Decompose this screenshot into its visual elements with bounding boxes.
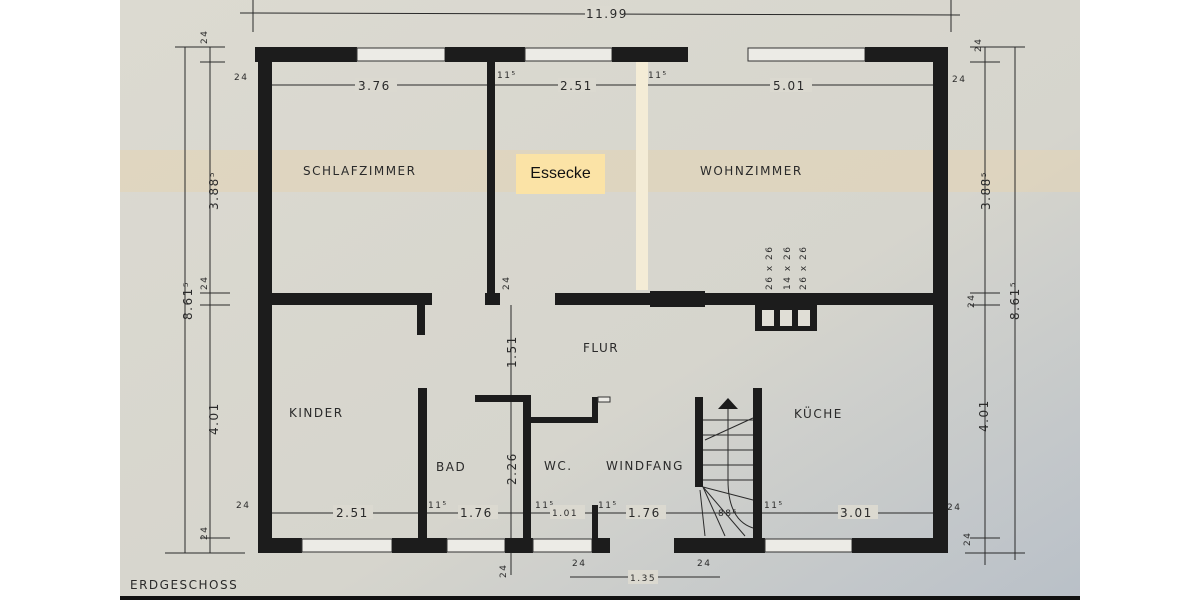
dim-wall-inner: 11⁵ xyxy=(648,71,668,81)
dim-wall-outer: 24 xyxy=(697,559,711,569)
dim-total-height-right: 8.61⁵ xyxy=(1008,281,1022,320)
dim-lower-height-right: 4.01 xyxy=(977,399,991,432)
dim-wall-outer: 24 xyxy=(200,30,210,44)
dim-wall-outer: 24 xyxy=(236,501,250,511)
dim-wohnzimmer-width: 5.01 xyxy=(773,79,806,93)
dim-schlafzimmer-width: 3.76 xyxy=(358,79,391,93)
dim-flur-depth: 1.51 xyxy=(505,335,519,368)
dim-wall-outer: 24 xyxy=(974,38,984,52)
room-label-bad: BAD xyxy=(436,460,466,474)
dim-wall-inner: 11⁵ xyxy=(598,501,618,511)
dim-wall-inner: 11⁵ xyxy=(428,501,448,511)
dim-windfang-width: 1.76 xyxy=(628,506,661,520)
room-label-wohnzimmer: WOHNZIMMER xyxy=(700,164,803,178)
dim-wall-outer: 24 xyxy=(572,559,586,569)
dim-kueche-width: 3.01 xyxy=(840,506,873,520)
room-label-kinder: KINDER xyxy=(289,406,344,420)
dim-wall-inner: 11⁵ xyxy=(535,501,555,511)
dim-upper-height-left: 3.88⁵ xyxy=(207,171,221,210)
dim-wall-outer: 24 xyxy=(200,526,210,540)
room-label-flur: FLUR xyxy=(583,341,619,355)
dim-wall-outer: 24 xyxy=(234,73,248,83)
room-label-wc: WC. xyxy=(544,459,573,473)
dim-wall-outer: 24 xyxy=(963,532,973,546)
tape-strip xyxy=(636,62,648,290)
dim-kinder-width: 2.51 xyxy=(336,506,369,520)
dim-bad-width: 1.76 xyxy=(460,506,493,520)
room-label-windfang: WINDFANG xyxy=(606,459,684,473)
dim-wall-inner: 11⁵ xyxy=(764,501,784,511)
dim-stair-angle: 88⁶ xyxy=(718,509,738,519)
dim-essecke-width: 2.51 xyxy=(560,79,593,93)
dim-lower-height-left: 4.01 xyxy=(207,402,221,435)
dim-bad-depth: 2.26 xyxy=(505,452,519,485)
dim-chimney-2: 14 x 26 xyxy=(783,246,793,290)
dim-entry-width: 1.35 xyxy=(630,574,656,584)
dim-chimney-1: 26 x 26 xyxy=(765,246,775,290)
plan-title: ERDGESCHOSS xyxy=(130,578,238,592)
walls xyxy=(255,47,948,553)
dim-wall-inner: 11⁵ xyxy=(497,71,517,81)
room-label-schlafzimmer: SCHLAFZIMMER xyxy=(303,164,416,178)
dimension-lines xyxy=(165,0,1025,578)
dim-total-width: 11.99 xyxy=(586,7,628,21)
dim-wall-outer: 24 xyxy=(200,276,210,290)
essecke-annotation: Essecke xyxy=(516,154,605,194)
dim-total-height-left: 8.61⁵ xyxy=(181,281,195,320)
dim-wall-outer: 24 xyxy=(502,276,512,290)
dim-wc-width: 1.01 xyxy=(552,509,578,519)
dim-wall-outer: 24 xyxy=(499,564,509,578)
dim-chimney-3: 26 x 26 xyxy=(799,246,809,290)
dim-wall-outer: 24 xyxy=(952,75,966,85)
dim-upper-height-right: 3.88⁵ xyxy=(979,171,993,210)
dim-wall-outer: 24 xyxy=(967,294,977,308)
room-label-kueche: KÜCHE xyxy=(794,405,843,421)
staircase xyxy=(699,398,754,537)
dim-wall-outer: 24 xyxy=(947,503,961,513)
bottom-edge xyxy=(120,596,1080,600)
floor-plan: SCHLAFZIMMER WOHNZIMMER FLUR KINDER BAD … xyxy=(120,0,1080,600)
